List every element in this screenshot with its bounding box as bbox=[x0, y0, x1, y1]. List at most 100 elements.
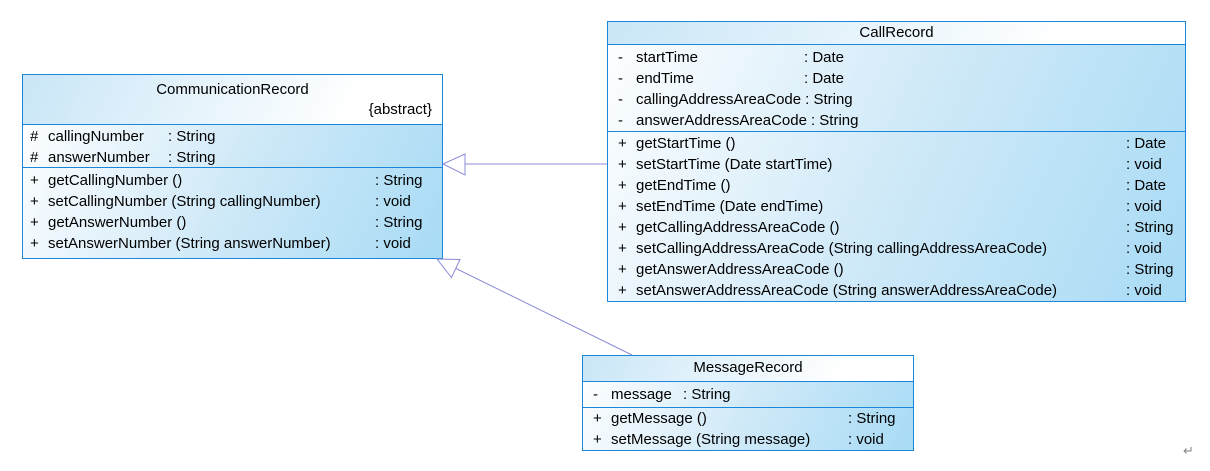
member-name: setStartTime (Date startTime) bbox=[636, 156, 833, 173]
methods-compartment: + getCallingNumber () : String + setCallingN… bbox=[23, 168, 442, 258]
class-box-messagerecord[interactable]: MessageRecord -message : String + getMessa… bbox=[582, 355, 914, 451]
member-type: : String bbox=[375, 214, 423, 231]
visibility-marker: + bbox=[618, 261, 627, 278]
member-name: message bbox=[611, 386, 672, 403]
member-name: getCallingNumber () bbox=[48, 172, 183, 189]
member-name: startTime bbox=[636, 49, 698, 66]
member-name: setAnswerAddressAreaCode (String answerA… bbox=[636, 282, 1058, 299]
visibility-marker: + bbox=[618, 219, 627, 236]
member-name: getStartTime () bbox=[636, 135, 736, 152]
member-name: setAnswerNumber (String answerNumber) bbox=[48, 235, 331, 252]
member-type: : String bbox=[805, 91, 853, 108]
class-title-compartment: CommunicationRecord {abstract} bbox=[23, 75, 442, 125]
visibility-marker: + bbox=[30, 172, 39, 189]
member-row: -callingAddressAreaCode: String bbox=[608, 89, 1185, 110]
visibility-marker: + bbox=[30, 214, 39, 231]
class-body: -startTime: Date-endTime: Date-callingAd… bbox=[608, 45, 1185, 301]
visibility-marker: + bbox=[618, 135, 627, 152]
class-body: # callingNumber : String # answerNumber : Str… bbox=[23, 125, 442, 258]
visibility-marker: + bbox=[593, 410, 602, 427]
member-row: -endTime : Date bbox=[608, 68, 1185, 89]
member-type: : void bbox=[848, 431, 884, 448]
visibility-marker: + bbox=[618, 177, 627, 194]
member-type: : String bbox=[168, 128, 216, 145]
member-name: setEndTime (Date endTime) bbox=[636, 198, 824, 215]
member-type: : String bbox=[683, 386, 731, 403]
generalization-arrow-messagerecord-to-communicationrecord[interactable] bbox=[435, 258, 633, 356]
member-row: + setCallingNumber (String callingNumber)… bbox=[23, 191, 442, 212]
class-title-compartment: MessageRecord bbox=[583, 356, 913, 382]
visibility-marker: - bbox=[618, 91, 623, 108]
member-row: # callingNumber : String bbox=[23, 126, 442, 147]
class-body: -message: String +getMessage (): String+… bbox=[583, 382, 913, 450]
member-type: : void bbox=[1126, 198, 1162, 215]
member-row: -startTime : Date bbox=[608, 47, 1185, 68]
member-type: : void bbox=[1126, 156, 1162, 173]
class-title-compartment: CallRecord bbox=[608, 22, 1185, 45]
class-name: CommunicationRecord bbox=[156, 81, 309, 98]
member-name: getAnswerNumber () bbox=[48, 214, 187, 231]
member-row: + getCallingNumber () : String bbox=[23, 170, 442, 191]
member-name: getMessage () bbox=[611, 410, 707, 427]
member-type: : String bbox=[168, 149, 216, 166]
member-type: : String bbox=[375, 172, 423, 189]
hollow-triangle-icon bbox=[441, 153, 466, 176]
class-name: CallRecord bbox=[859, 24, 934, 41]
member-row: +setCallingAddressAreaCode (String calli… bbox=[608, 238, 1185, 259]
visibility-marker: + bbox=[618, 198, 627, 215]
member-name: callingAddressAreaCode bbox=[636, 91, 802, 108]
member-row: -answerAddressAreaCode: String bbox=[608, 110, 1185, 131]
member-type: : String bbox=[1126, 219, 1174, 236]
member-name: answerAddressAreaCode bbox=[636, 112, 807, 129]
member-row: + setAnswerNumber (String answerNumber) : … bbox=[23, 233, 442, 254]
abstract-stereotype: {abstract} bbox=[368, 101, 432, 118]
member-type: : String bbox=[848, 410, 896, 427]
visibility-marker: - bbox=[618, 112, 623, 129]
class-box-communicationrecord[interactable]: CommunicationRecord {abstract} # callingN… bbox=[22, 74, 443, 259]
class-box-callrecord[interactable]: CallRecord -startTime: Date-endTime: Dat… bbox=[607, 21, 1186, 302]
member-row: -message : String bbox=[583, 384, 913, 405]
visibility-marker: + bbox=[30, 193, 39, 210]
member-type: : void bbox=[1126, 282, 1162, 299]
member-row: +setStartTime (Date startTime): void bbox=[608, 154, 1185, 175]
member-name: callingNumber bbox=[48, 128, 144, 145]
member-name: answerNumber bbox=[48, 149, 150, 166]
member-row: +getAnswerAddressAreaCode (): String bbox=[608, 259, 1185, 280]
visibility-marker: + bbox=[618, 240, 627, 257]
member-type: : Date bbox=[804, 49, 845, 66]
member-type: : void bbox=[1126, 240, 1162, 257]
member-row: + getMessage () : String bbox=[583, 408, 913, 429]
methods-compartment: + getStartTime () : Date + setStartTime (Dat… bbox=[608, 132, 1185, 301]
visibility-marker: # bbox=[30, 149, 39, 166]
member-row: +setAnswerAddressAreaCode (String answer… bbox=[608, 280, 1185, 301]
member-name: getCallingAddressAreaCode () bbox=[636, 219, 840, 236]
attributes-compartment: -startTime: Date-endTime: Date-callingAd… bbox=[608, 45, 1185, 132]
generalization-line bbox=[455, 268, 633, 356]
member-row: + setMessage (String message) : void bbox=[583, 429, 913, 450]
hollow-triangle-icon bbox=[435, 258, 461, 279]
member-type: : void bbox=[375, 235, 411, 252]
member-row: + getEndTime () : Date bbox=[608, 175, 1185, 196]
member-row: # answerNumber : String bbox=[23, 147, 442, 167]
member-type: : Date bbox=[1126, 177, 1167, 194]
member-name: setMessage (String message) bbox=[611, 431, 811, 448]
member-type: : Date bbox=[1126, 135, 1167, 152]
member-row: + setEndTime (Date endTime) : void bbox=[608, 196, 1185, 217]
paragraph-return-mark: ↵ bbox=[1183, 443, 1194, 458]
attributes-compartment: # callingNumber : String # answerNumber : Str… bbox=[23, 125, 442, 168]
visibility-marker: - bbox=[618, 49, 623, 66]
visibility-marker: - bbox=[593, 386, 598, 403]
member-type: : void bbox=[375, 193, 411, 210]
member-name: setCallingNumber (String callingNumber) bbox=[48, 193, 321, 210]
member-type: : String bbox=[1126, 261, 1174, 278]
attributes-compartment: -message : String bbox=[583, 382, 913, 408]
visibility-marker: # bbox=[30, 128, 39, 145]
visibility-marker: - bbox=[618, 70, 623, 87]
generalization-arrow-callrecord-to-communicationrecord[interactable] bbox=[441, 153, 607, 176]
member-name: getEndTime () bbox=[636, 177, 731, 194]
member-type: : Date bbox=[804, 70, 845, 87]
visibility-marker: + bbox=[593, 431, 602, 448]
member-row: + getCallingAddressAreaCode () : String bbox=[608, 217, 1185, 238]
member-name: endTime bbox=[636, 70, 694, 87]
visibility-marker: + bbox=[30, 235, 39, 252]
